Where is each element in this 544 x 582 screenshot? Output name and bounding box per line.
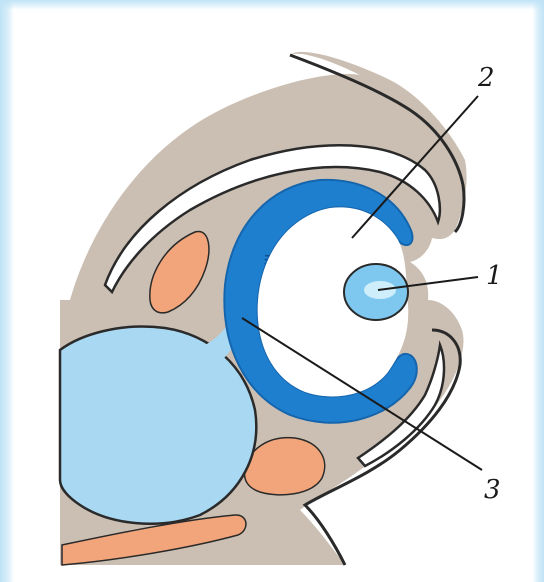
label-3: 3 xyxy=(484,475,501,505)
label-1: 1 xyxy=(486,261,503,291)
label-2: 2 xyxy=(477,63,495,93)
